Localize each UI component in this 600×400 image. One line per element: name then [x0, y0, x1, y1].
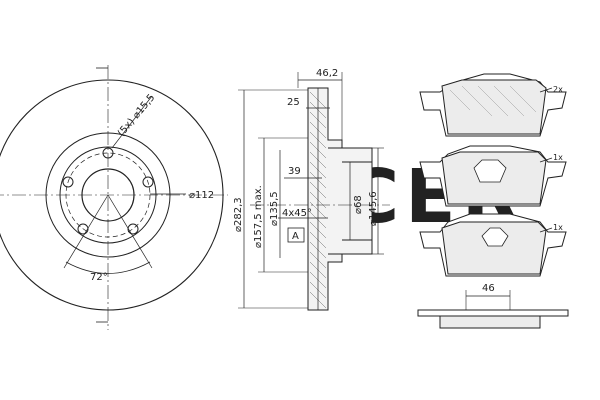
bolt-hole: [62, 176, 74, 188]
angle-arc: [65, 261, 151, 274]
qty-leader: [539, 227, 553, 233]
disc-section-view: [238, 72, 390, 311]
pad-side-friction: [439, 315, 541, 329]
chamfer-label: 4x45°: [282, 208, 312, 219]
width-total-label: 46,2: [316, 68, 338, 79]
pad-3-qty: 1x: [553, 223, 563, 232]
pad-clip: [481, 227, 509, 247]
hub-height-label: 39: [288, 166, 301, 177]
pad-side-view: [417, 290, 569, 329]
bolt-hole-leader: [111, 95, 153, 149]
disc-front-view: [0, 65, 228, 330]
brake-pad-2: [419, 145, 567, 207]
angle-ray-right: [107, 194, 153, 269]
hub-diameter-label: ⌀145,6: [368, 191, 379, 226]
bore-diameter-label: ⌀135,5: [269, 191, 280, 226]
pad-side-backing: [417, 309, 569, 317]
outer-diameter-label: ⌀282,3: [233, 197, 244, 232]
qty-leader: [539, 157, 553, 163]
angle-label: 72°: [90, 272, 108, 283]
pad-2-qty: 1x: [553, 153, 563, 162]
bolt-hole: [127, 223, 139, 235]
brake-pad-3: [419, 213, 567, 277]
label-a-box: [287, 227, 305, 243]
label-a: A: [292, 231, 299, 242]
bolt-hole: [77, 223, 89, 235]
angle-ray-left: [63, 194, 109, 269]
pad-texture: [449, 85, 537, 117]
pad-thickness-label: 46: [482, 283, 495, 294]
qty-leader: [539, 87, 553, 93]
max-diameter-label: ⌀157,5 max.: [253, 185, 264, 248]
pad-friction-material: [441, 79, 547, 135]
pcd-label: ⌀112: [189, 190, 214, 201]
bolt-hole-label: (5x) ⌀15,5: [116, 92, 158, 139]
brake-pad-1: [419, 73, 567, 137]
pad-clip: [473, 159, 507, 183]
pad-1-qty: 2x: [553, 85, 563, 94]
depth-label: 25: [287, 97, 300, 108]
center-diameter-label: ⌀68: [353, 195, 364, 214]
bolt-hole: [142, 176, 154, 188]
